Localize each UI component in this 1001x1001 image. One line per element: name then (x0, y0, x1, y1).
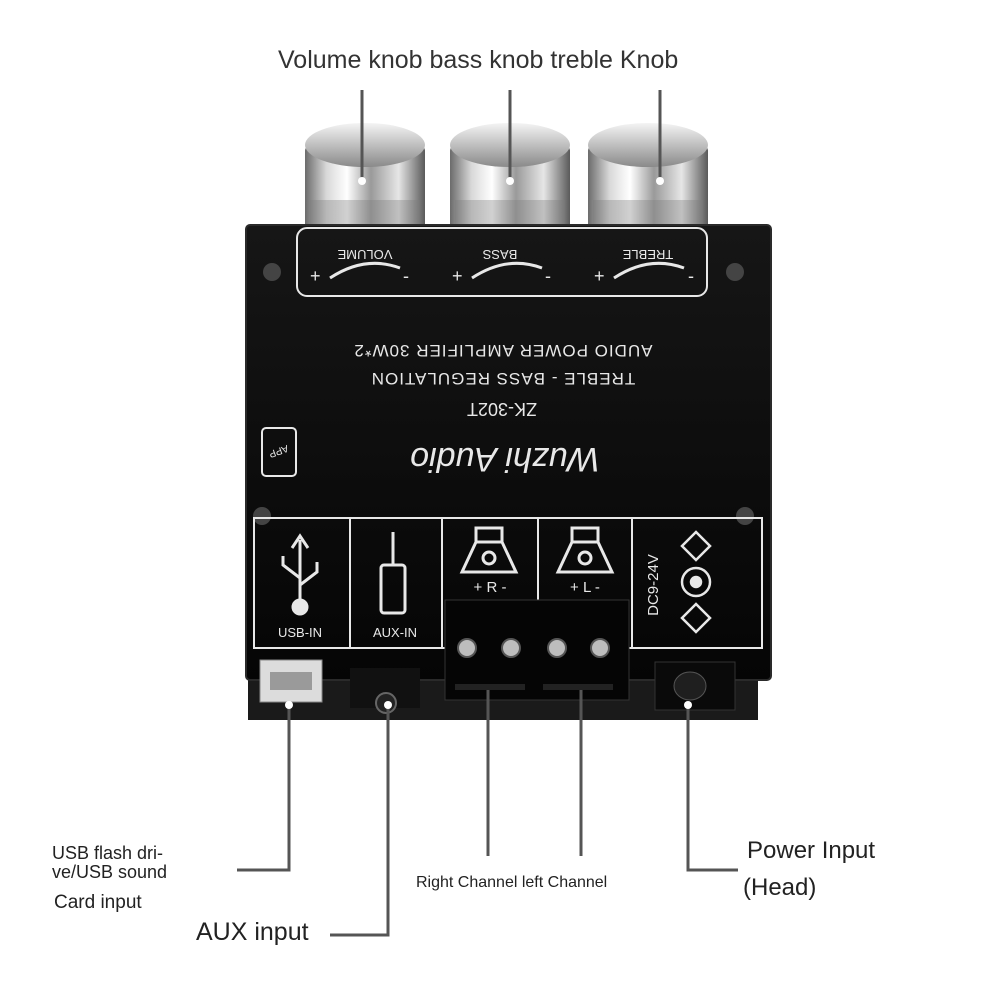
pcb-board: VOLUME BASS TREBLE + - + - + - AUDIO POW… (245, 224, 772, 720)
usb-port (259, 659, 323, 703)
model-number: ZK-302T (467, 399, 537, 419)
knobs-callout: Volume knob bass knob treble Knob (278, 46, 679, 74)
power-callout-line1: Power Input (747, 837, 876, 864)
bass-knob (450, 123, 570, 235)
screw-icon (726, 263, 744, 281)
aux-jack-icon (379, 532, 407, 615)
usb-in-label: USB-IN (278, 625, 322, 640)
treble-arrow-icon (613, 261, 685, 280)
treble-minus: - (688, 266, 694, 286)
dc-power-jack (654, 661, 736, 711)
bass-plus: + (452, 266, 463, 286)
power-callout-line2: (Head) (743, 874, 817, 901)
volume-label: VOLUME (337, 247, 392, 262)
treble-label: TREBLE (622, 247, 673, 262)
board-text-line2: TREBLE - BASS REGULATION (371, 369, 636, 388)
brand-logo: Wuzhi Audio (410, 440, 600, 478)
screw-icon (736, 507, 754, 525)
volume-plus: + (310, 266, 321, 286)
usb-callout-line1: USB flash dri- (52, 843, 164, 863)
usb-callout-line2: ve/USB sound (52, 862, 168, 882)
dc-voltage-label: DC9-24V (645, 554, 662, 616)
screw-icon (253, 507, 271, 525)
knob-label-panel (296, 227, 708, 297)
leader-lines (237, 90, 738, 937)
channels-callout: Right Channel left Channel (416, 874, 608, 891)
speaker-r-label: + R - (474, 579, 507, 596)
board-text-line1: AUDIO POWER AMPLIFIER 30W*2 (353, 341, 652, 360)
speaker-right-icon (459, 526, 519, 574)
volume-knob (305, 123, 425, 235)
dc-polarity-icon (680, 530, 712, 634)
bass-arrow-icon (471, 261, 543, 280)
aux-in-label: AUX-IN (373, 625, 417, 640)
treble-knob (588, 123, 708, 235)
speaker-left-icon (555, 526, 615, 574)
speaker-l-label: + L - (570, 579, 600, 596)
aux-callout: AUX input (196, 918, 309, 946)
bass-label: BASS (482, 247, 517, 262)
usb-icon (281, 533, 319, 616)
aux-jack (350, 668, 420, 714)
speaker-terminal-block (444, 599, 630, 701)
bass-minus: - (545, 266, 551, 286)
volume-arrow-icon (329, 261, 401, 280)
treble-plus: + (594, 266, 605, 286)
screw-icon (263, 263, 281, 281)
volume-minus: - (403, 266, 409, 286)
usb-callout-line3: Card input (54, 892, 142, 913)
